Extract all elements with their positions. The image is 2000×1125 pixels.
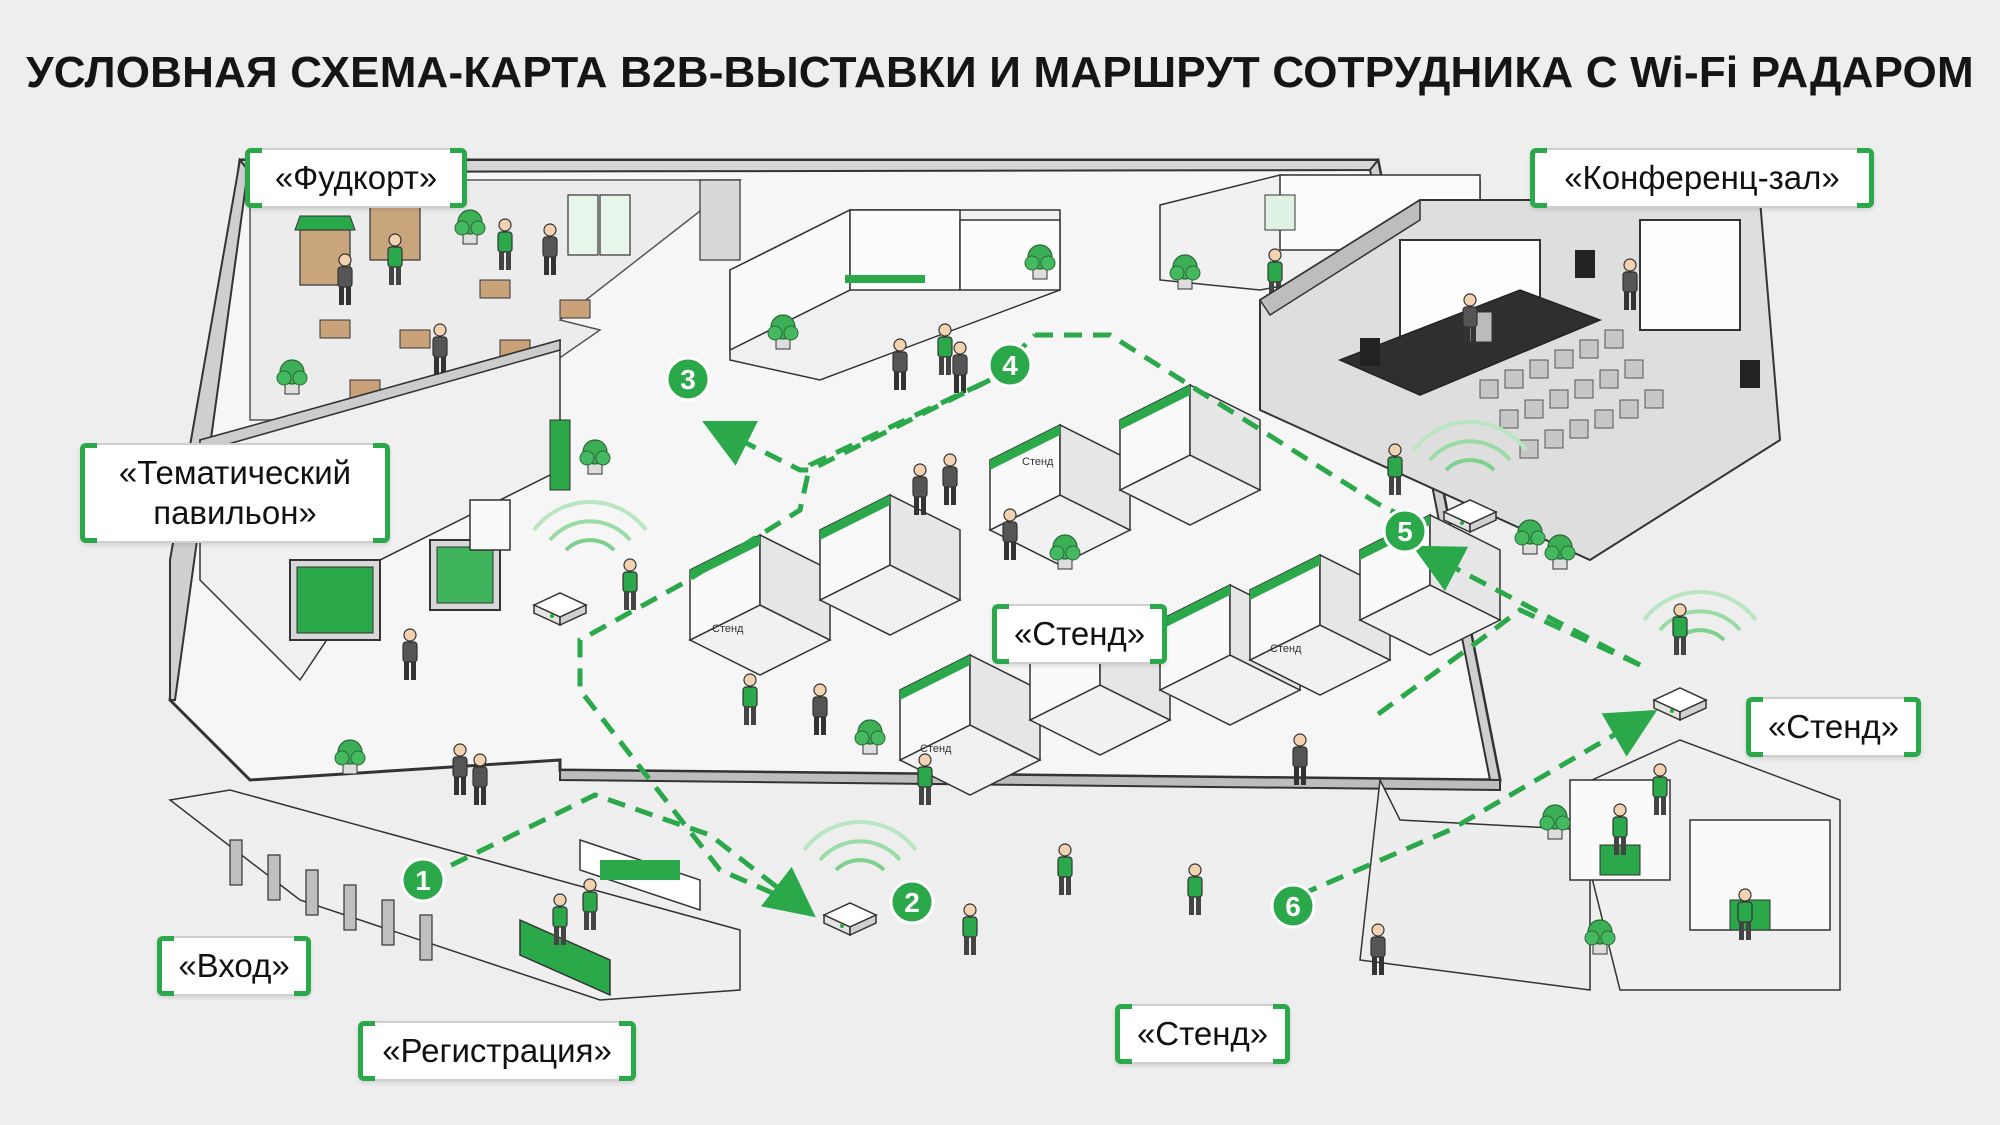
conference-hall bbox=[1258, 198, 1782, 570]
wifi-signal-icon bbox=[1642, 590, 1758, 642]
waypoint-5-label: 5 bbox=[1397, 516, 1413, 547]
zone-label-foodcourt: «Фудкорт» bbox=[245, 148, 467, 208]
waypoint-1-label: 1 bbox=[415, 865, 431, 896]
waypoint-4: 4 bbox=[987, 342, 1033, 388]
zone-label-registration: «Регистрация» bbox=[358, 1021, 636, 1081]
waypoint-3: 3 bbox=[665, 356, 711, 402]
waypoint-5: 5 bbox=[1382, 508, 1428, 554]
waypoint-1: 1 bbox=[400, 857, 446, 903]
employee-route bbox=[423, 332, 1658, 918]
waypoint-4-label: 4 bbox=[1002, 350, 1018, 381]
router-icon bbox=[823, 902, 877, 936]
waypoint-6-label: 6 bbox=[1285, 891, 1301, 922]
wifi-signal-icon bbox=[802, 820, 918, 872]
page-title: УСЛОВНАЯ СХЕМА-КАРТА B2B-ВЫСТАВКИ И МАРШ… bbox=[26, 48, 1974, 97]
central-booths: Стенд Стенд Стенд Стенд bbox=[689, 384, 1501, 916]
person-icon bbox=[962, 903, 978, 956]
waypoint-2: 2 bbox=[889, 879, 935, 925]
zone-label-stand-center: «Стенд» bbox=[992, 604, 1167, 664]
zone-label-stand-right: «Стенд» bbox=[1746, 697, 1921, 757]
foodcourt-area bbox=[249, 179, 743, 421]
waypoint-3-label: 3 bbox=[680, 364, 696, 395]
zone-label-pavilion: «Тематический павильон» bbox=[80, 443, 390, 543]
bottom-right-area bbox=[1359, 739, 1841, 991]
booth-tag: Стенд bbox=[920, 743, 952, 755]
waypoints: 1 2 3 4 5 6 bbox=[400, 342, 1428, 929]
waypoint-6: 6 bbox=[1270, 883, 1316, 929]
booth-tag: Стенд bbox=[712, 623, 744, 635]
person-icon bbox=[1672, 603, 1688, 656]
router-icon bbox=[1653, 687, 1707, 721]
entrance-registration bbox=[168, 743, 741, 1001]
zone-label-entrance: «Вход» bbox=[157, 936, 311, 996]
zone-label-conference: «Конференц-зал» bbox=[1530, 148, 1874, 208]
booth-tag: Стенд bbox=[1022, 456, 1054, 468]
waypoint-2-label: 2 bbox=[904, 887, 920, 918]
booth-tag: Стенд bbox=[1270, 643, 1302, 655]
zone-label-stand-bottom: «Стенд» bbox=[1115, 1004, 1290, 1064]
top-booths bbox=[729, 208, 1061, 394]
